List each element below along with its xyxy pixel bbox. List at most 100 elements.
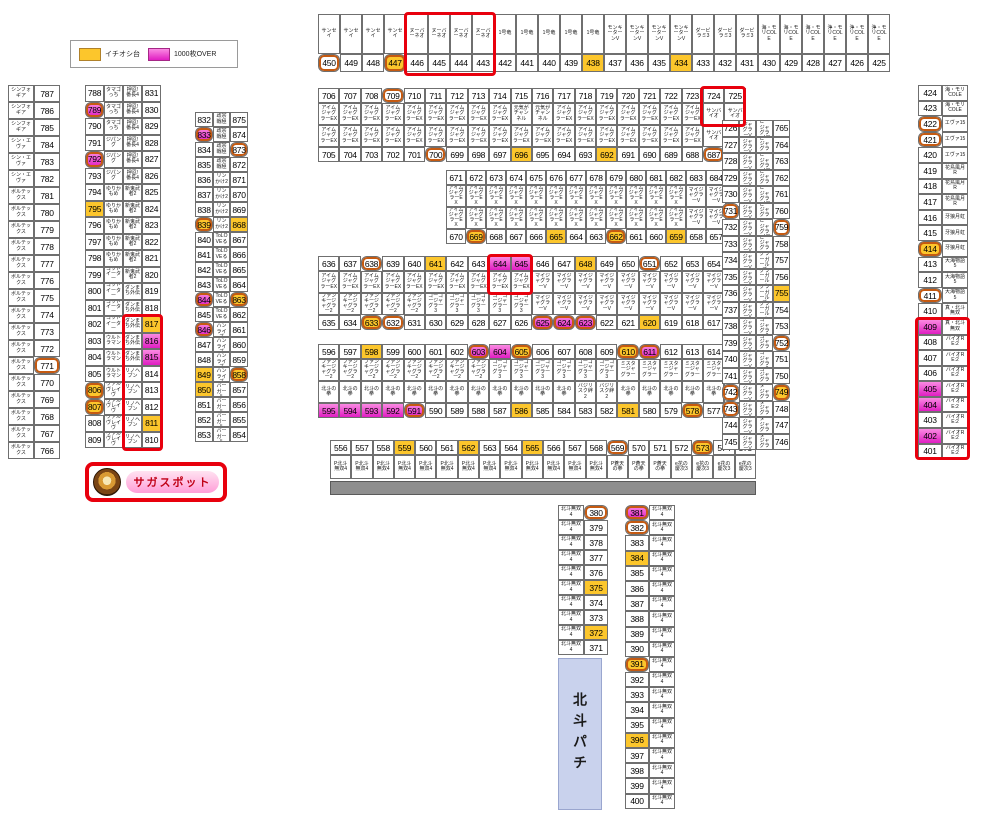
machine-number-cell[interactable]: 865 [230, 262, 248, 277]
machine-number-cell[interactable]: 652 [660, 256, 682, 271]
machine-number-cell[interactable]: 875 [230, 112, 248, 127]
machine-number-cell[interactable]: 636 [318, 256, 340, 271]
machine-number-cell[interactable]: 381 [625, 505, 649, 521]
machine-number-cell[interactable]: 422 [918, 116, 942, 132]
machine-number-cell[interactable]: 773 [34, 323, 60, 340]
machine-number-cell[interactable]: 447 [384, 54, 406, 72]
machine-number-cell[interactable]: 836 [195, 172, 213, 187]
machine-number-cell[interactable]: 633 [360, 315, 383, 330]
machine-number-cell[interactable]: 864 [230, 277, 248, 292]
machine-number-cell[interactable]: 818 [142, 299, 161, 316]
machine-number-cell[interactable]: 427 [824, 54, 846, 72]
machine-number-cell[interactable]: 595 [318, 403, 340, 418]
machine-number-cell[interactable]: 700 [424, 147, 447, 162]
machine-number-cell[interactable]: 634 [339, 315, 361, 330]
machine-number-cell[interactable]: 793 [85, 167, 104, 184]
machine-number-cell[interactable]: 790 [85, 118, 104, 135]
machine-number-cell[interactable]: 764 [773, 136, 790, 153]
machine-number-cell[interactable]: 690 [638, 147, 661, 162]
machine-number-cell[interactable]: 568 [585, 440, 607, 455]
machine-number-cell[interactable]: 834 [195, 142, 213, 157]
machine-number-cell[interactable]: 624 [553, 315, 575, 330]
machine-number-cell[interactable]: 739 [722, 334, 739, 351]
machine-number-cell[interactable]: 707 [339, 88, 361, 103]
machine-number-cell[interactable]: 436 [626, 54, 648, 72]
machine-number-cell[interactable]: 804 [85, 349, 104, 366]
machine-number-cell[interactable]: 635 [318, 315, 340, 330]
machine-number-cell[interactable]: 783 [34, 153, 60, 170]
machine-number-cell[interactable]: 814 [142, 365, 161, 382]
machine-number-cell[interactable]: 626 [510, 315, 532, 330]
machine-number-cell[interactable]: 797 [85, 233, 104, 250]
machine-number-cell[interactable]: 870 [230, 187, 248, 202]
machine-number-cell[interactable]: 841 [195, 247, 213, 262]
machine-number-cell[interactable]: 868 [230, 217, 248, 232]
machine-number-cell[interactable]: 643 [467, 256, 490, 271]
machine-number-cell[interactable]: 567 [564, 440, 586, 455]
machine-number-cell[interactable]: 756 [773, 268, 790, 285]
machine-number-cell[interactable]: 424 [918, 85, 942, 101]
machine-number-cell[interactable]: 650 [617, 256, 639, 271]
machine-number-cell[interactable]: 389 [625, 626, 649, 642]
machine-number-cell[interactable]: 571 [649, 440, 671, 455]
machine-number-cell[interactable]: 777 [34, 255, 60, 272]
machine-number-cell[interactable]: 417 [918, 194, 942, 210]
machine-number-cell[interactable]: 833 [195, 127, 213, 142]
machine-number-cell[interactable]: 800 [85, 283, 104, 300]
machine-number-cell[interactable]: 730 [722, 186, 739, 203]
machine-number-cell[interactable]: 396 [625, 732, 649, 748]
machine-number-cell[interactable]: 813 [142, 382, 161, 399]
machine-number-cell[interactable]: 679 [606, 170, 626, 185]
machine-number-cell[interactable]: 696 [510, 147, 532, 162]
machine-number-cell[interactable]: 694 [553, 147, 575, 162]
machine-number-cell[interactable]: 748 [773, 400, 790, 417]
machine-number-cell[interactable]: 835 [195, 157, 213, 172]
machine-number-cell[interactable]: 590 [424, 403, 447, 418]
machine-number-cell[interactable]: 846 [195, 322, 213, 337]
machine-number-cell[interactable]: 580 [638, 403, 661, 418]
machine-number-cell[interactable]: 848 [195, 352, 213, 367]
machine-number-cell[interactable]: 400 [625, 793, 649, 809]
machine-number-cell[interactable]: 727 [722, 136, 739, 153]
machine-number-cell[interactable]: 815 [142, 349, 161, 366]
machine-number-cell[interactable]: 438 [582, 54, 604, 72]
machine-number-cell[interactable]: 570 [628, 440, 650, 455]
machine-number-cell[interactable]: 869 [230, 202, 248, 217]
machine-number-cell[interactable]: 646 [531, 256, 554, 271]
machine-number-cell[interactable]: 444 [450, 54, 472, 72]
machine-number-cell[interactable]: 440 [538, 54, 560, 72]
machine-number-cell[interactable]: 817 [142, 316, 161, 333]
machine-number-cell[interactable]: 613 [681, 344, 704, 359]
machine-number-cell[interactable]: 619 [660, 315, 682, 330]
machine-number-cell[interactable]: 839 [195, 217, 213, 232]
machine-number-cell[interactable]: 844 [195, 292, 213, 307]
machine-number-cell[interactable]: 628 [467, 315, 490, 330]
machine-number-cell[interactable]: 871 [230, 172, 248, 187]
machine-number-cell[interactable]: 612 [660, 344, 682, 359]
machine-number-cell[interactable]: 753 [773, 318, 790, 335]
machine-number-cell[interactable]: 734 [722, 252, 739, 269]
machine-number-cell[interactable]: 851 [195, 397, 213, 412]
machine-number-cell[interactable]: 675 [526, 170, 546, 185]
machine-number-cell[interactable]: 807 [85, 398, 104, 415]
machine-number-cell[interactable]: 618 [681, 315, 704, 330]
machine-number-cell[interactable]: 398 [625, 763, 649, 779]
machine-number-cell[interactable]: 666 [526, 229, 546, 244]
machine-number-cell[interactable]: 647 [553, 256, 575, 271]
machine-number-cell[interactable]: 667 [506, 229, 526, 244]
machine-number-cell[interactable]: 798 [85, 250, 104, 267]
machine-number-cell[interactable]: 729 [722, 169, 739, 186]
machine-number-cell[interactable]: 755 [773, 285, 790, 302]
machine-number-cell[interactable]: 385 [625, 565, 649, 581]
machine-number-cell[interactable]: 673 [486, 170, 506, 185]
machine-number-cell[interactable]: 588 [467, 403, 490, 418]
machine-number-cell[interactable]: 394 [625, 702, 649, 718]
machine-number-cell[interactable]: 450 [318, 54, 340, 72]
machine-number-cell[interactable]: 558 [372, 440, 394, 455]
machine-number-cell[interactable]: 719 [596, 88, 618, 103]
machine-number-cell[interactable]: 683 [686, 170, 706, 185]
machine-number-cell[interactable]: 603 [467, 344, 490, 359]
machine-number-cell[interactable]: 644 [489, 256, 511, 271]
machine-number-cell[interactable]: 621 [617, 315, 639, 330]
machine-number-cell[interactable]: 842 [195, 262, 213, 277]
